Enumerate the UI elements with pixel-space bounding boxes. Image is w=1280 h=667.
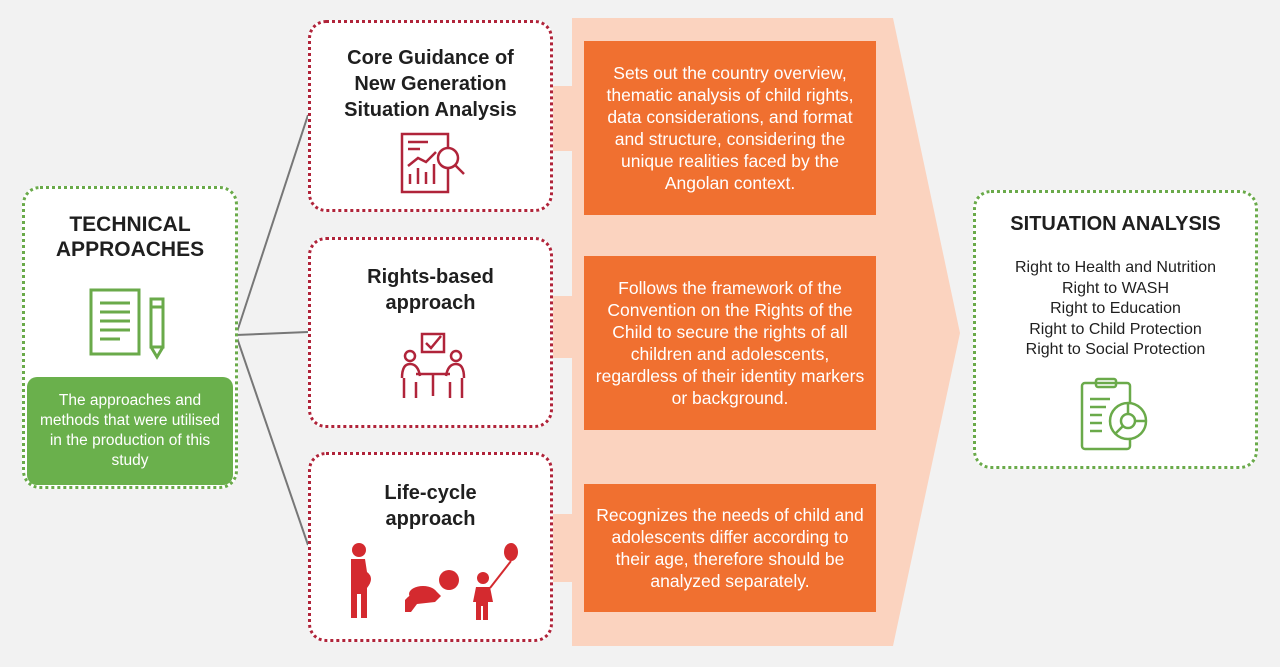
situation-analysis-title: SITUATION ANALYSIS (1010, 213, 1221, 235)
people-meeting-checkmark-icon (400, 332, 466, 398)
technical-approaches-note: The approaches and methods that were uti… (27, 377, 233, 485)
approach-description-rights-based: Follows the framework of the Convention … (584, 256, 876, 430)
approach-box-core-guidance (308, 20, 553, 212)
list-item: Right to Child Protection (1029, 320, 1202, 338)
approach-title-rights-based: Rights-based approach (367, 266, 494, 314)
list-item: Right to Education (1050, 300, 1181, 317)
technical-approaches-title: TECHNICAL APPROACHES (55, 213, 205, 262)
list-item: Right to Health and Nutrition (1015, 259, 1216, 276)
rights-list: Right to Health and Nutrition Right to W… (973, 258, 1258, 361)
life-cycle-people-icon (351, 543, 518, 620)
clipboard-pie-chart-icon (1080, 377, 1148, 451)
approach-description-core-guidance: Sets out the country overview, thematic … (584, 41, 876, 215)
document-pencil-icon (89, 288, 165, 360)
approach-description-life-cycle: Recognizes the needs of child and adoles… (584, 484, 876, 612)
approach-title-core-guidance: Core Guidance of New Generation Situatio… (344, 47, 517, 121)
approach-title-life-cycle: Life-cycle approach (384, 482, 477, 530)
list-item: Right to WASH (1062, 279, 1169, 297)
report-chart-magnifier-icon (400, 132, 465, 194)
approach-box-rights-based (308, 237, 553, 428)
list-item: Right to Social Protection (1025, 341, 1206, 358)
